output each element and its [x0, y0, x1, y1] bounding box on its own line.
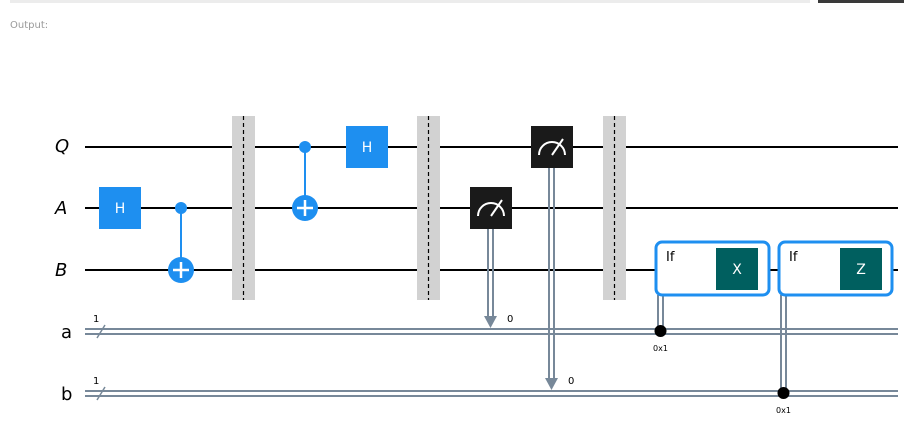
- measure-q-bit-index: 0: [568, 376, 574, 387]
- output-label: Output:: [10, 20, 49, 31]
- cnot-q-to-a: [292, 141, 318, 221]
- h-gate-q-label: H: [362, 140, 373, 156]
- wire-label-classical-a: a: [61, 322, 72, 343]
- bus-size-a: 1: [93, 314, 99, 325]
- conditional-z-gate: 0x1 If Z: [776, 240, 894, 415]
- x-gate-label: X: [732, 262, 742, 278]
- wire-label-b: B: [55, 260, 67, 281]
- bus-size-b: 1: [93, 376, 99, 387]
- conditional-x-gate: 0x1 If X: [653, 240, 771, 353]
- if-label-x: If: [666, 250, 675, 265]
- classical-wire-a: [85, 328, 898, 335]
- run-button-edge[interactable]: [818, 0, 904, 3]
- wire-label-q: Q: [55, 136, 69, 157]
- wire-label-a: A: [54, 198, 67, 219]
- measure-a-bit-index: 0: [507, 314, 513, 325]
- h-gate-q: H: [346, 126, 388, 168]
- z-gate-label: Z: [856, 262, 866, 278]
- input-area-edge: [10, 0, 810, 3]
- top-bar: [0, 0, 914, 6]
- barrier-2: [417, 116, 440, 300]
- condition-value-b: 0x1: [776, 406, 791, 415]
- measure-a: 0: [470, 187, 513, 328]
- classical-wire-b: [85, 390, 898, 397]
- cnot-a-to-b: [168, 202, 194, 283]
- bus-slash-a: [96, 324, 106, 339]
- if-label-z: If: [789, 250, 798, 265]
- measure-q: 0: [531, 126, 574, 390]
- barrier-3: [603, 116, 626, 300]
- condition-value-a: 0x1: [653, 344, 668, 353]
- bus-slash-b: [96, 386, 106, 401]
- barrier-1: [232, 116, 255, 300]
- wire-label-classical-b: b: [61, 384, 72, 405]
- h-gate-a-label: H: [115, 201, 126, 217]
- h-gate-a: H: [99, 187, 141, 229]
